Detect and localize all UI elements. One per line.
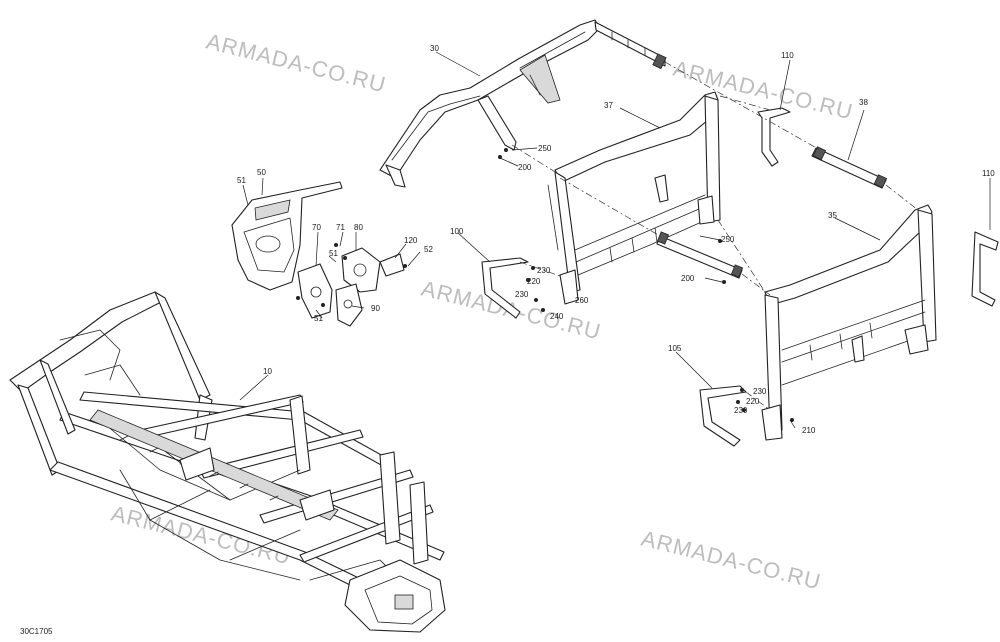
callout-90: 90 xyxy=(371,304,380,313)
callout-30: 30 xyxy=(430,44,439,53)
callout-220: 220 xyxy=(746,397,760,406)
callout-230: 230 xyxy=(515,290,529,299)
bracket-part-70 xyxy=(297,263,333,319)
callout-260: 260 xyxy=(575,296,589,305)
callout-105: 105 xyxy=(668,344,682,353)
callout-80: 80 xyxy=(354,223,363,232)
callout-230: 230 xyxy=(734,406,748,415)
cage-section-part-37 xyxy=(547,91,721,305)
fasteners xyxy=(296,148,794,422)
watermark-text: ARMADA-CO.RU xyxy=(204,29,389,98)
callout-38: 38 xyxy=(859,98,868,107)
callout-10: 10 xyxy=(263,367,272,376)
cage-section-part-35 xyxy=(761,204,937,441)
watermarks: ARMADA-CO.RU ARMADA-CO.RU ARMADA-CO.RU A… xyxy=(109,29,856,595)
watermark-text: ARMADA-CO.RU xyxy=(109,501,294,570)
callout-110: 110 xyxy=(781,51,794,60)
callout-120: 120 xyxy=(404,236,418,245)
callout-200: 200 xyxy=(518,163,532,172)
callout-leaders xyxy=(239,51,991,429)
callout-240: 240 xyxy=(550,312,564,321)
callout-51: 51 xyxy=(329,249,338,258)
side-bar-part-105 xyxy=(699,385,747,447)
callout-250: 250 xyxy=(721,235,735,244)
callout-210: 210 xyxy=(802,426,816,435)
callout-100: 100 xyxy=(450,227,464,236)
callout-250: 250 xyxy=(538,144,552,153)
side-bar-part-100 xyxy=(481,257,529,319)
grab-handle-part-110-right xyxy=(971,231,999,307)
callout-230: 230 xyxy=(753,387,767,396)
callout-37: 37 xyxy=(604,101,613,110)
diagram-code: 30C1705 xyxy=(20,627,53,636)
callout-52: 52 xyxy=(424,245,433,254)
callout-71: 71 xyxy=(336,223,345,232)
watermark-text: ARMADA-CO.RU xyxy=(639,526,824,595)
assembly-lines xyxy=(511,61,919,411)
callout-51: 51 xyxy=(314,314,323,323)
bracket-part-80 xyxy=(341,247,405,293)
main-frame-part-10 xyxy=(9,291,446,633)
grab-handle-part-110-top xyxy=(757,107,791,167)
roof-frame-part-30 xyxy=(379,19,667,188)
callout-51: 51 xyxy=(237,176,246,185)
callout-110: 110 xyxy=(982,169,995,178)
callout-50: 50 xyxy=(257,168,266,177)
callout-70: 70 xyxy=(312,223,321,232)
upper-bar-part-38 xyxy=(811,146,888,189)
callouts: 10 30 35 37 38 50 51 51 51 52 70 71 80 9… xyxy=(237,44,995,435)
callout-220: 220 xyxy=(527,277,541,286)
callout-35: 35 xyxy=(828,211,837,220)
bracket-part-90 xyxy=(335,283,363,327)
callout-230: 230 xyxy=(537,266,551,275)
callout-200: 200 xyxy=(681,274,695,283)
bracket-part-50 xyxy=(231,181,343,291)
support-tube-part-200 xyxy=(656,231,744,279)
